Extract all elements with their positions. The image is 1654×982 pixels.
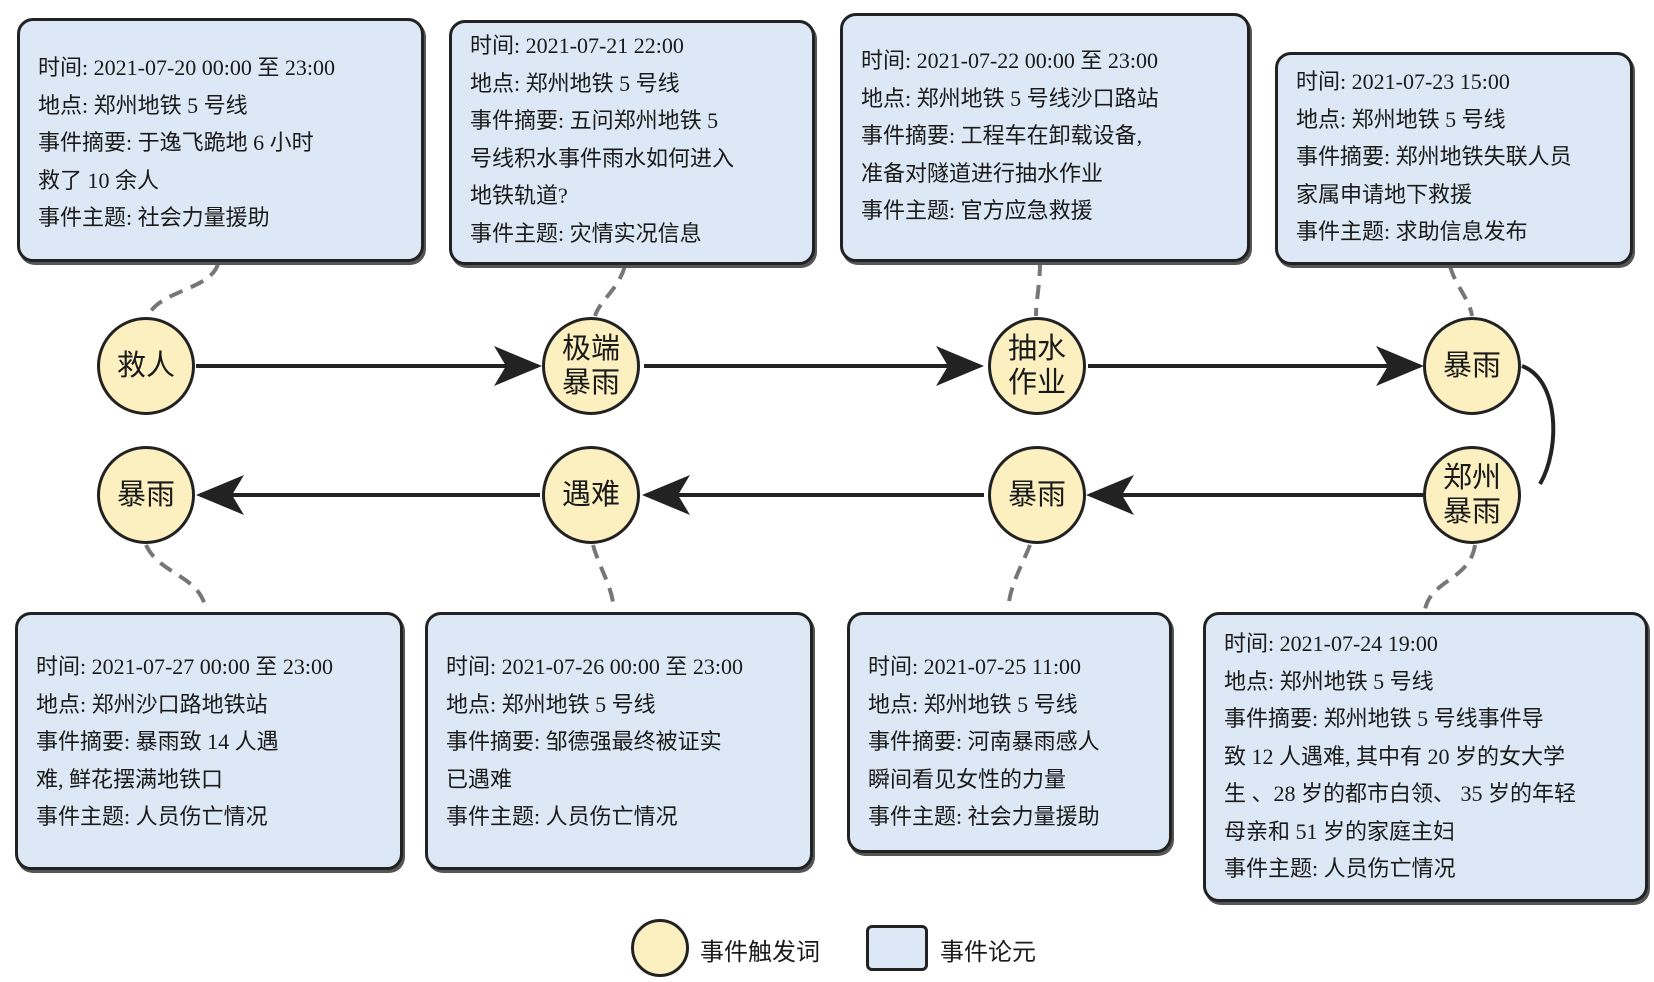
- event-field: 时间: 2021-07-24 19:00: [1224, 631, 1438, 656]
- event-field: 地点: 郑州地铁 5 号线: [1224, 668, 1434, 694]
- event-field: 地点: 郑州地铁 5 号线: [470, 70, 680, 96]
- event-field: 已遇难: [446, 766, 513, 792]
- legend-argument-label: 事件论元: [940, 940, 1036, 966]
- trigger-node: 抽水作业: [988, 317, 1086, 415]
- event-field: 时间: 2021-07-20 00:00 至 23:00: [38, 55, 335, 80]
- dashed-link: [1448, 265, 1474, 317]
- trigger-node: 暴雨: [1423, 317, 1521, 415]
- event-field: 事件摘要: 五问郑州地铁 5: [470, 108, 719, 133]
- event-box: 时间: 2021-07-24 19:00 地点: 郑州地铁 5 号线事件摘要: 郑…: [1203, 612, 1648, 902]
- event-field: 地点: 郑州地铁 5 号线: [446, 691, 656, 717]
- event-box: 时间: 2021-07-26 00:00 至 23:00 地点: 郑州地铁 5 号…: [425, 612, 813, 870]
- event-field: 事件主题: 官方应急救援: [861, 198, 1093, 223]
- event-field: 地点: 郑州地铁 5 号线: [868, 691, 1078, 717]
- event-field: 难, 鲜花摆满地铁口: [36, 766, 224, 792]
- event-field: 事件主题: 人员伤亡情况: [446, 804, 678, 829]
- trigger-node: 暴雨: [97, 446, 195, 544]
- event-field: 事件主题: 人员伤亡情况: [36, 804, 268, 829]
- trigger-node: 郑州暴雨: [1423, 446, 1521, 544]
- curve-arrow: [1521, 364, 1556, 486]
- event-box: 时间: 2021-07-20 00:00 至 23:00 地点: 郑州地铁 5 号…: [17, 18, 424, 262]
- dashed-link: [591, 544, 616, 611]
- event-field: 时间: 2021-07-26 00:00 至 23:00: [446, 654, 743, 679]
- event-box: 时间: 2021-07-25 11:00 地点: 郑州地铁 5 号线事件摘要: 河…: [847, 612, 1172, 853]
- event-field: 时间: 2021-07-25 11:00: [868, 654, 1082, 679]
- event-field: 地点: 郑州地铁 5 号线: [1296, 106, 1506, 132]
- trigger-node: 遇难: [542, 446, 640, 544]
- event-field: 地铁轨道?: [470, 183, 568, 208]
- event-field: 时间: 2021-07-23 15:00: [1296, 69, 1510, 94]
- event-box: 时间: 2021-07-21 22:00 地点: 郑州地铁 5 号线事件摘要: 五…: [449, 20, 815, 265]
- dashed-link: [593, 265, 627, 317]
- event-box: 时间: 2021-07-22 00:00 至 23:00 地点: 郑州地铁 5 号…: [840, 13, 1250, 262]
- event-field: 事件主题: 求助信息发布: [1296, 219, 1528, 244]
- event-field: 事件摘要: 郑州地铁失联人员: [1296, 144, 1572, 169]
- legend-trigger-label: 事件触发词: [700, 940, 820, 966]
- trigger-node: 暴雨: [988, 446, 1086, 544]
- dashed-link: [1034, 261, 1042, 317]
- event-field: 事件摘要: 郑州地铁 5 号线事件导: [1224, 706, 1544, 731]
- event-field: 事件主题: 社会力量援助: [868, 804, 1100, 829]
- event-field: 时间: 2021-07-27 00:00 至 23:00: [36, 654, 333, 679]
- event-field: 号线积水事件雨水如何进入: [470, 145, 735, 171]
- trigger-node: 救人: [97, 317, 195, 415]
- event-field: 时间: 2021-07-21 22:00: [470, 33, 684, 58]
- dashed-link: [144, 544, 208, 611]
- dashed-link: [1006, 544, 1032, 611]
- event-field: 时间: 2021-07-22 00:00 至 23:00: [861, 48, 1158, 73]
- event-field: 母亲和 51 岁的家庭主妇: [1224, 818, 1456, 844]
- event-box: 时间: 2021-07-23 15:00 地点: 郑州地铁 5 号线事件摘要: 郑…: [1275, 52, 1633, 265]
- event-field: 事件摘要: 工程车在卸载设备,: [861, 123, 1143, 148]
- event-field: 事件摘要: 暴雨致 14 人遇: [36, 729, 279, 754]
- event-field: 地点: 郑州地铁 5 号线沙口路站: [861, 85, 1159, 111]
- trigger-node: 极端暴雨: [542, 317, 640, 415]
- event-field: 事件主题: 灾情实况信息: [470, 220, 702, 246]
- event-field: 家属申请地下救援: [1296, 181, 1473, 207]
- event-field: 事件主题: 社会力量援助: [38, 205, 270, 230]
- legend-trigger-swatch: [631, 919, 689, 977]
- event-field: 地点: 郑州沙口路地铁站: [36, 691, 268, 717]
- event-field: 事件主题: 人员伤亡情况: [1224, 856, 1456, 881]
- event-field: 事件摘要: 于逸飞跪地 6 小时: [38, 130, 314, 155]
- event-field: 致 12 人遇难, 其中有 20 岁的女大学: [1224, 743, 1566, 769]
- event-box: 时间: 2021-07-27 00:00 至 23:00 地点: 郑州沙口路地铁站…: [15, 612, 403, 870]
- legend-argument-swatch: [866, 925, 928, 971]
- event-field: 救了 10 余人: [38, 167, 160, 193]
- dashed-link: [146, 263, 220, 318]
- event-field: 事件摘要: 邹德强最终被证实: [446, 729, 722, 754]
- dashed-link: [1423, 544, 1477, 611]
- event-field: 事件摘要: 河南暴雨感人: [868, 729, 1100, 754]
- event-field: 生 、28 岁的都市白领、 35 岁的年轻: [1224, 781, 1577, 806]
- event-field: 准备对隧道进行抽水作业: [861, 160, 1104, 186]
- event-field: 地点: 郑州地铁 5 号线: [38, 92, 248, 118]
- event-field: 瞬间看见女性的力量: [868, 766, 1067, 792]
